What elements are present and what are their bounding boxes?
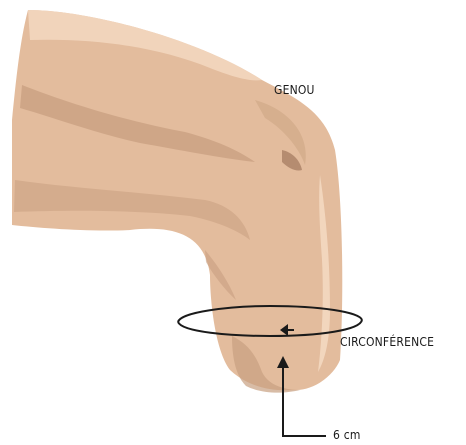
measure-label: 6 cm <box>333 429 361 441</box>
knee-label: GENOU <box>274 84 315 96</box>
circumference-label: CIRCONFÉRENCE <box>340 336 434 348</box>
